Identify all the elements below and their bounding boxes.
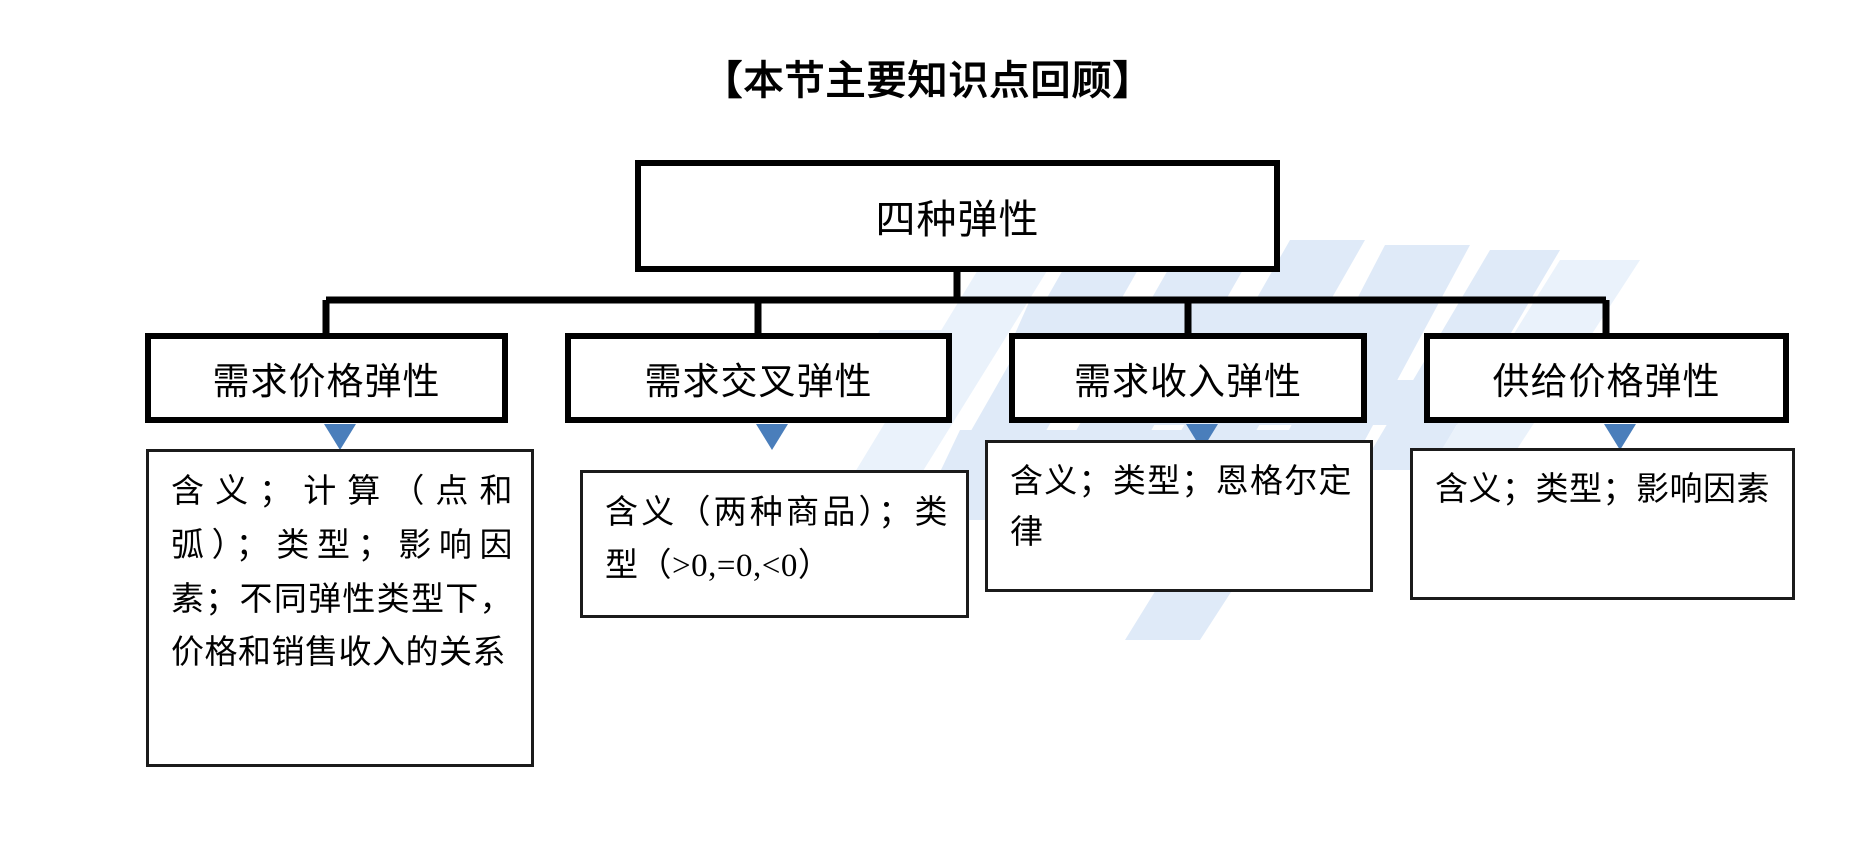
node-label: 需求交叉弹性 bbox=[644, 361, 873, 402]
node-label: 需求价格弹性 bbox=[212, 361, 441, 402]
root-node-label: 四种弹性 bbox=[875, 198, 1040, 242]
down-arrow-icon bbox=[324, 424, 356, 450]
detail-box-income-elasticity-of-demand[interactable]: 含义；类型；恩格尔定律 bbox=[985, 440, 1373, 592]
node-price-elasticity-of-supply[interactable]: 供给价格弹性 bbox=[1424, 333, 1789, 423]
down-arrow-icon bbox=[1604, 424, 1636, 450]
node-income-elasticity-of-demand[interactable]: 需求收入弹性 bbox=[1009, 333, 1367, 423]
down-arrow-icon bbox=[756, 424, 788, 450]
detail-text: 含义；类型；影响因素 bbox=[1435, 472, 1770, 508]
detail-text: 含义；类型；恩格尔定律 bbox=[1010, 464, 1352, 552]
node-cross-elasticity-of-demand[interactable]: 需求交叉弹性 bbox=[565, 333, 952, 423]
detail-text: 含义；计算（点和弧）；类型；影响因素；不同弹性类型下，价格和销售收入的关系 bbox=[171, 474, 513, 672]
node-label: 需求收入弹性 bbox=[1074, 361, 1302, 402]
root-node-four-elasticities[interactable]: 四种弹性 bbox=[635, 160, 1280, 272]
page-title: 【本节主要知识点回顾】 bbox=[702, 59, 1154, 103]
detail-box-cross-elasticity-of-demand[interactable]: 含义（两种商品）；类型（>0,=0,<0） bbox=[580, 470, 969, 618]
detail-text: 含义（两种商品）；类型（>0,=0,<0） bbox=[605, 495, 948, 585]
detail-box-price-elasticity-of-supply[interactable]: 含义；类型；影响因素 bbox=[1410, 448, 1795, 600]
node-label: 供给价格弹性 bbox=[1492, 361, 1721, 402]
node-price-elasticity-of-demand[interactable]: 需求价格弹性 bbox=[145, 333, 508, 423]
detail-box-price-elasticity-of-demand[interactable]: 含义；计算（点和弧）；类型；影响因素；不同弹性类型下，价格和销售收入的关系 bbox=[146, 449, 534, 767]
